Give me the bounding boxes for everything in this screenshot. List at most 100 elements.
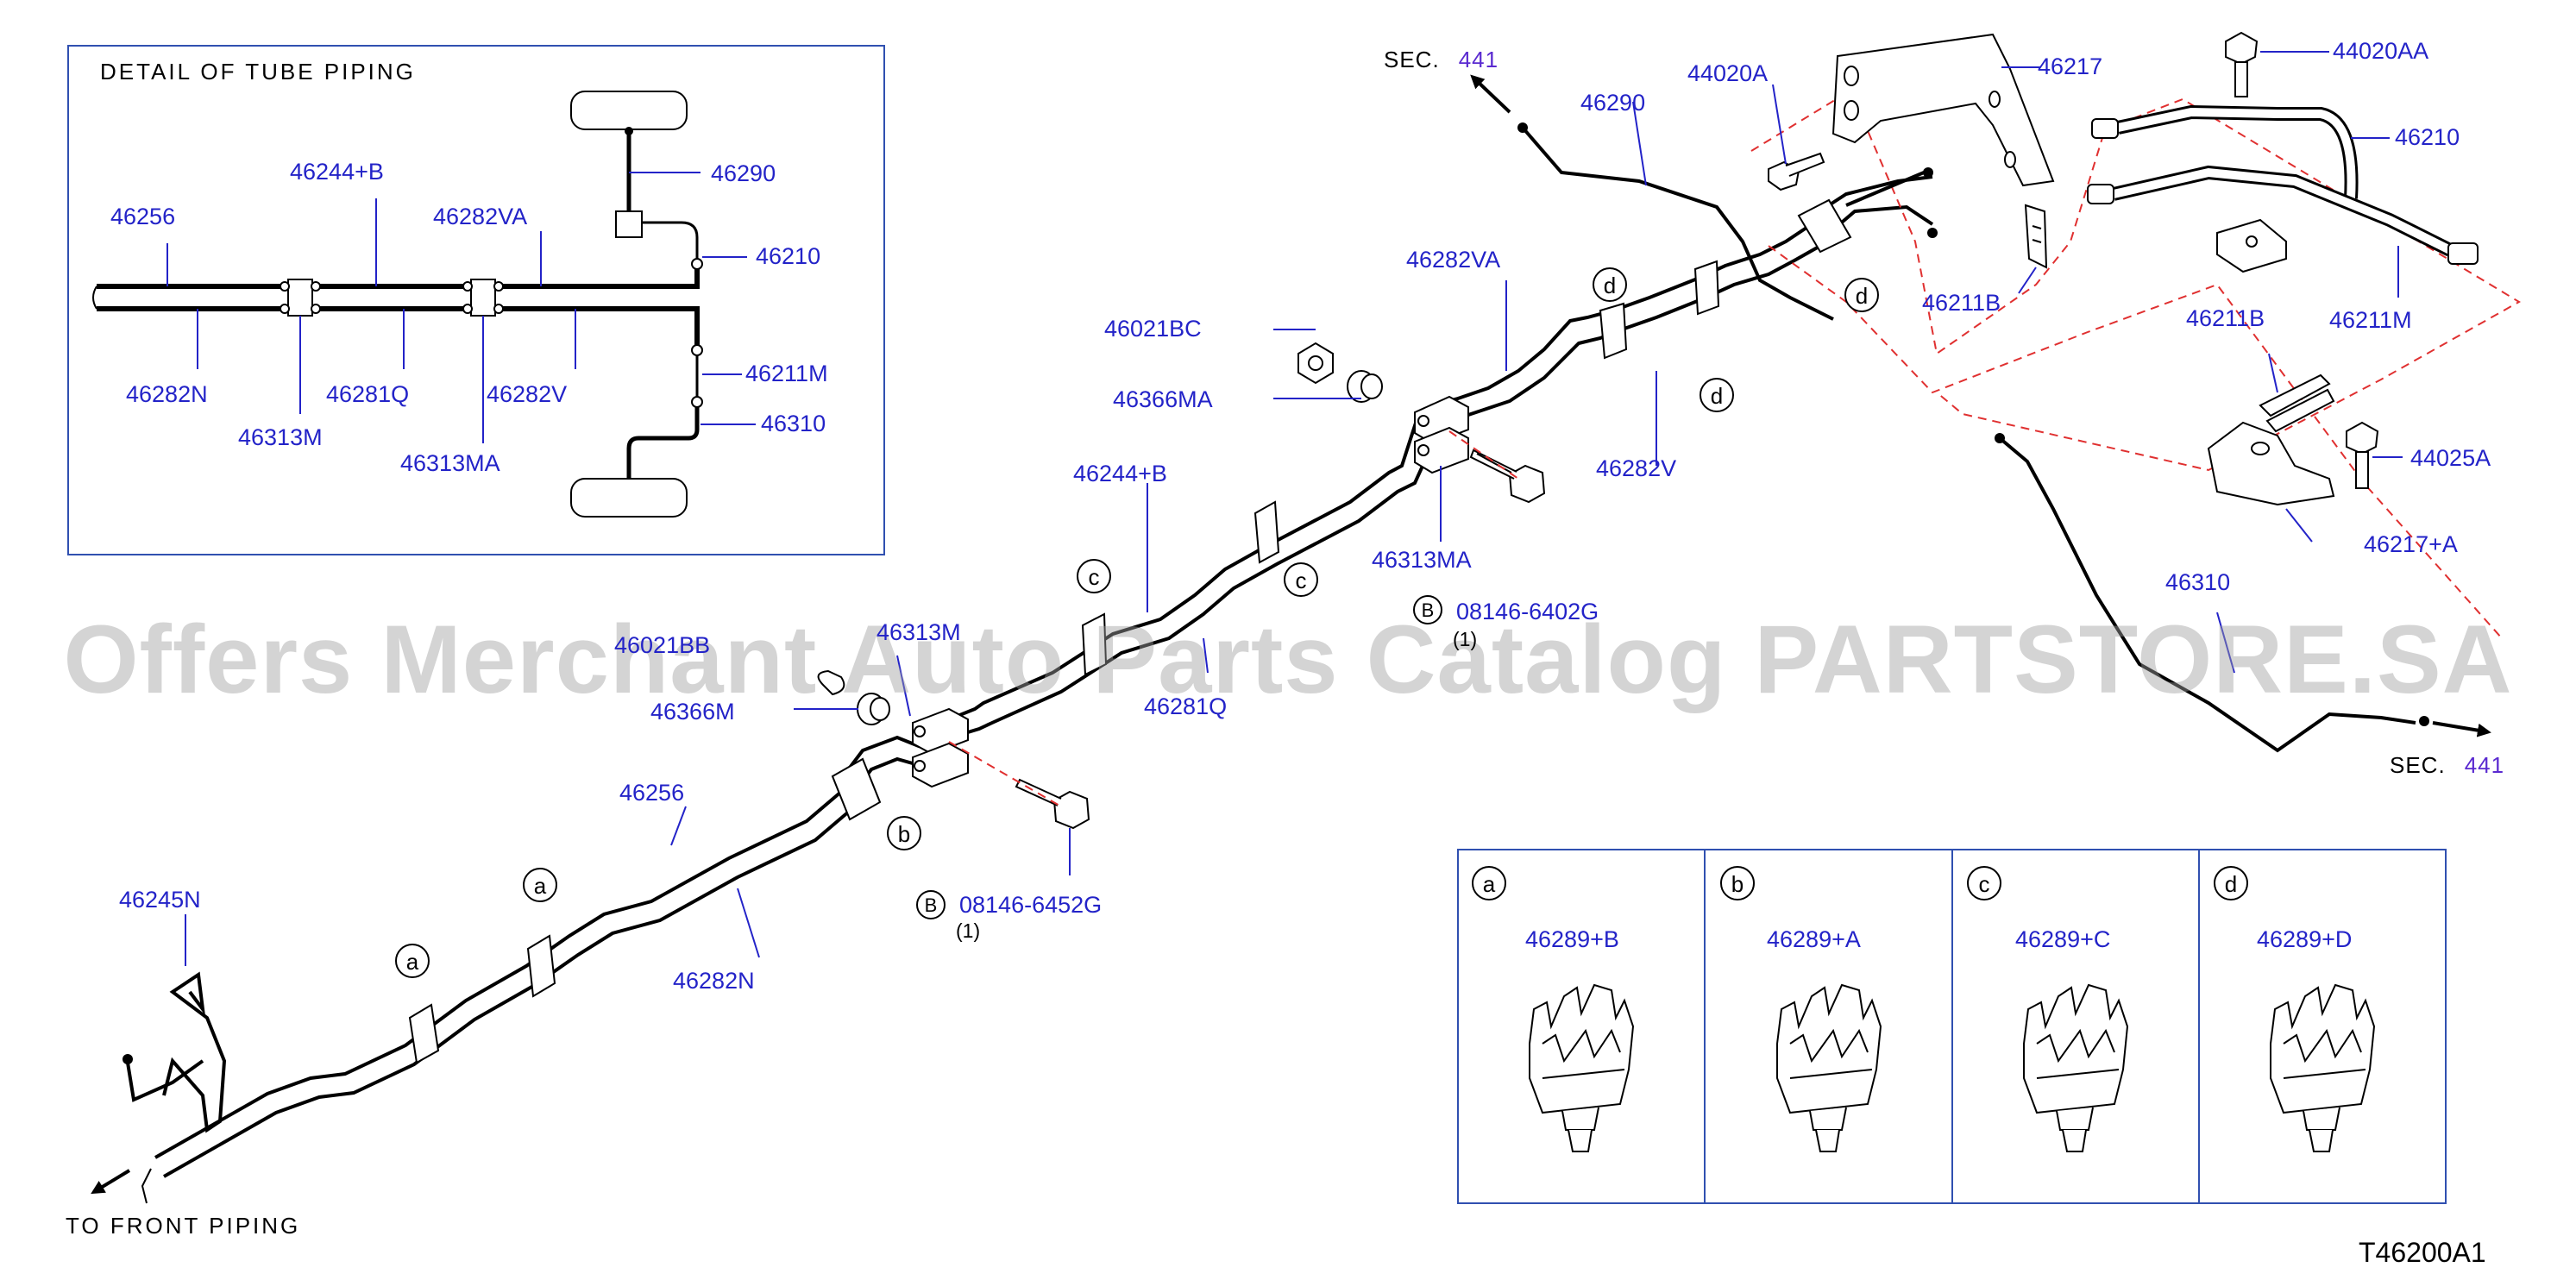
part-label-44020aa[interactable]: 44020AA <box>2333 38 2429 64</box>
part-label-44025a[interactable]: 44025A <box>2410 445 2491 471</box>
detail-label-46282va: 46282VA <box>433 204 528 229</box>
clip-outline <box>1776 983 1882 1114</box>
detail-label-46281q: 46281Q <box>326 381 410 407</box>
bolt-44020aa <box>2225 31 2259 97</box>
bracket-46217 <box>1831 33 2055 187</box>
quantity-lower: (1) <box>956 919 981 942</box>
part-label-46282v[interactable]: 46282V <box>1596 455 1677 481</box>
part-label-46282va[interactable]: 46282VA <box>1406 247 1501 273</box>
part-label-46245n[interactable]: 46245N <box>119 887 201 913</box>
detail-label-46256: 46256 <box>110 204 176 229</box>
part-label-46281q[interactable]: 46281Q <box>1144 693 1228 719</box>
part-label-46290[interactable]: 46290 <box>1580 90 1646 116</box>
part-label-46244b[interactable]: 46244+B <box>1073 461 1167 486</box>
part-label-46366ma[interactable]: 46366MA <box>1113 386 1213 412</box>
detail-label-46282n: 46282N <box>126 381 208 407</box>
detail-label-46210: 46210 <box>756 243 821 269</box>
clip-outline <box>2036 1028 2115 1064</box>
part-label-08146-6402g[interactable]: 08146-6402G <box>1456 599 1599 624</box>
part-label-46217[interactable]: 46217 <box>2038 53 2103 79</box>
part-label-46021bc[interactable]: 46021BC <box>1104 316 1202 342</box>
sec-number-link[interactable]: 441 <box>1458 47 1499 72</box>
callout-d: d <box>1700 378 1734 412</box>
clip-outline <box>1542 1028 1621 1064</box>
clip-outline <box>1789 1028 1869 1064</box>
clip-outline <box>1809 1107 1847 1131</box>
part-label-46256[interactable]: 46256 <box>619 780 685 806</box>
clip-part-46289c[interactable]: 46289+C <box>2015 926 2111 952</box>
sec-label: SEC. <box>2390 752 2446 778</box>
clip-outline <box>1529 983 1635 1114</box>
bolt-marker-b-lower: B <box>916 890 946 919</box>
clip-outline <box>2270 983 2376 1114</box>
connector-46313m <box>912 707 969 788</box>
part-label-46313ma[interactable]: 46313MA <box>1372 547 1472 573</box>
clip-table-frame <box>1457 849 2447 1204</box>
detail-label-46282v: 46282V <box>487 381 568 407</box>
tube-clips <box>408 198 1852 1064</box>
clip-illustration-a <box>1529 983 1635 1152</box>
clip-illustration-b <box>1776 983 1882 1152</box>
clip-part-46289a[interactable]: 46289+A <box>1767 926 1861 952</box>
part-label-46021bb[interactable]: 46021BB <box>614 632 711 658</box>
clip-illustration-d <box>2270 983 2376 1152</box>
clip-outline <box>1561 1107 1599 1131</box>
clip-table-letter-c: c <box>1967 866 2001 900</box>
part-label-46211b-top[interactable]: 46211B <box>1922 290 2001 316</box>
detail-label-46313m: 46313M <box>238 424 323 450</box>
detail-label-46310: 46310 <box>761 411 826 436</box>
detail-of-tube-piping-box <box>67 45 885 555</box>
bolt-44025a <box>2346 421 2379 489</box>
wheel-cylinder-top <box>570 91 688 130</box>
clip-part-46289b[interactable]: 46289+B <box>1525 926 1619 952</box>
connector-46313ma <box>1414 395 1469 474</box>
clip-outline <box>1568 1129 1593 1152</box>
part-label-46313m[interactable]: 46313M <box>876 619 961 645</box>
detail-box-title: DETAIL OF TUBE PIPING <box>100 59 416 85</box>
quantity-upper: (1) <box>1453 628 1478 650</box>
clip-outline <box>2036 1069 2120 1079</box>
part-label-08146-6452g[interactable]: 08146-6452G <box>959 892 1103 918</box>
part-label-46282n[interactable]: 46282N <box>673 968 755 994</box>
part-label-46217a[interactable]: 46217+A <box>2364 531 2458 557</box>
part-label-46310[interactable]: 46310 <box>2165 569 2231 595</box>
clip-outline <box>2283 1069 2366 1079</box>
part-label-44020a[interactable]: 44020A <box>1687 60 1769 86</box>
detail-label-46244b: 46244+B <box>290 159 384 185</box>
part-label-46211b[interactable]: 46211B <box>2186 305 2265 331</box>
clip-illustration-c <box>2023 983 2129 1152</box>
bolt-08146-6402g <box>1469 449 1546 504</box>
section-ref-bottom[interactable]: SEC. 441 <box>2390 754 2504 776</box>
clip-table-letter-a: a <box>1472 866 1506 900</box>
clip-table-letter-d: d <box>2214 866 2248 900</box>
clip-outline <box>2303 1107 2340 1131</box>
detail-label-46290: 46290 <box>711 160 776 186</box>
clip-outline <box>1815 1129 1840 1152</box>
callout-b: b <box>887 816 921 850</box>
sec-label: SEC. <box>1384 47 1440 72</box>
sec-number-link[interactable]: 441 <box>2464 752 2505 778</box>
clip-outline <box>1542 1069 1625 1079</box>
bracket-46217a <box>2207 421 2335 506</box>
clip-part-46289d[interactable]: 46289+D <box>2257 926 2353 952</box>
clip-outline <box>2062 1129 2087 1152</box>
part-label-46210[interactable]: 46210 <box>2395 124 2460 150</box>
clip-outline <box>2023 983 2129 1114</box>
clip-outline <box>1789 1069 1873 1079</box>
bolt-marker-b-upper: B <box>1413 595 1442 624</box>
part-label-46211m[interactable]: 46211M <box>2329 307 2412 333</box>
hoses <box>2112 104 2453 257</box>
detail-label-46313ma: 46313MA <box>400 450 500 476</box>
part-label-46366m[interactable]: 46366M <box>650 699 735 725</box>
to-front-piping-label: TO FRONT PIPING <box>66 1213 301 1239</box>
section-ref-top[interactable]: SEC. 441 <box>1384 48 1498 71</box>
clip-outline <box>2309 1129 2334 1152</box>
callout-d: d <box>1844 278 1879 312</box>
diagram-code: T46200A1 <box>2359 1237 2486 1268</box>
callout-a: a <box>523 868 557 902</box>
clip-outline <box>2283 1028 2362 1064</box>
detail-label-46211m: 46211M <box>745 361 828 386</box>
clip-table-letter-b: b <box>1720 866 1755 900</box>
wheel-cylinder-bottom <box>570 478 688 518</box>
